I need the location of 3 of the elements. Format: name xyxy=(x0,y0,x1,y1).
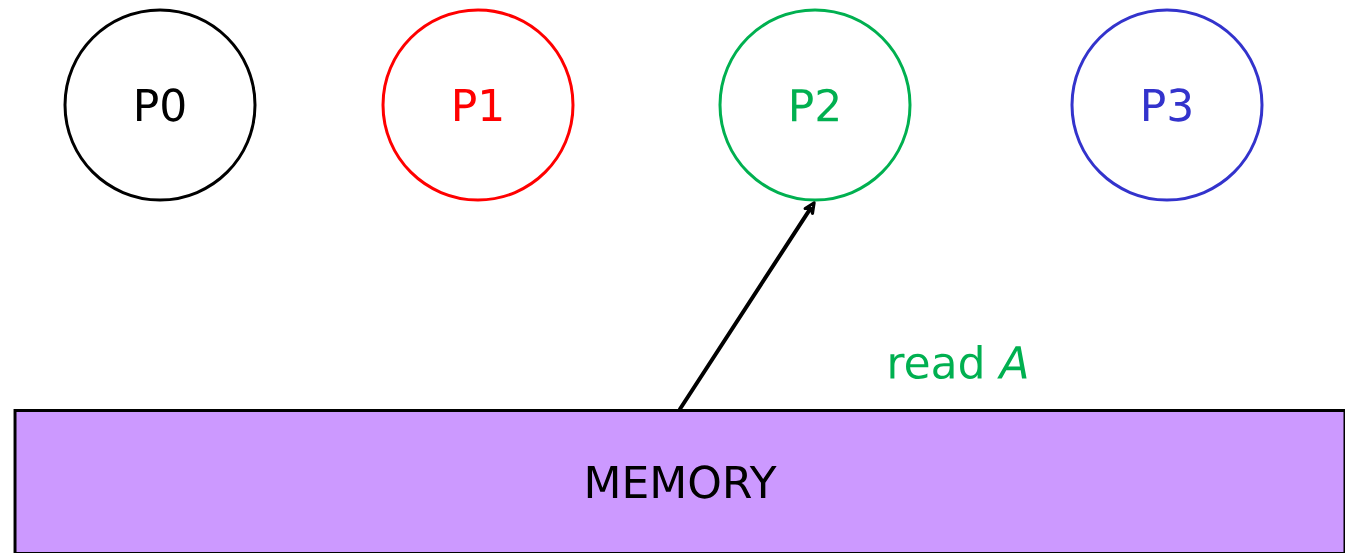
arrow xyxy=(678,201,816,411)
edge-label: read A xyxy=(890,344,1027,379)
memory-bar: MEMORY xyxy=(13,409,1345,553)
